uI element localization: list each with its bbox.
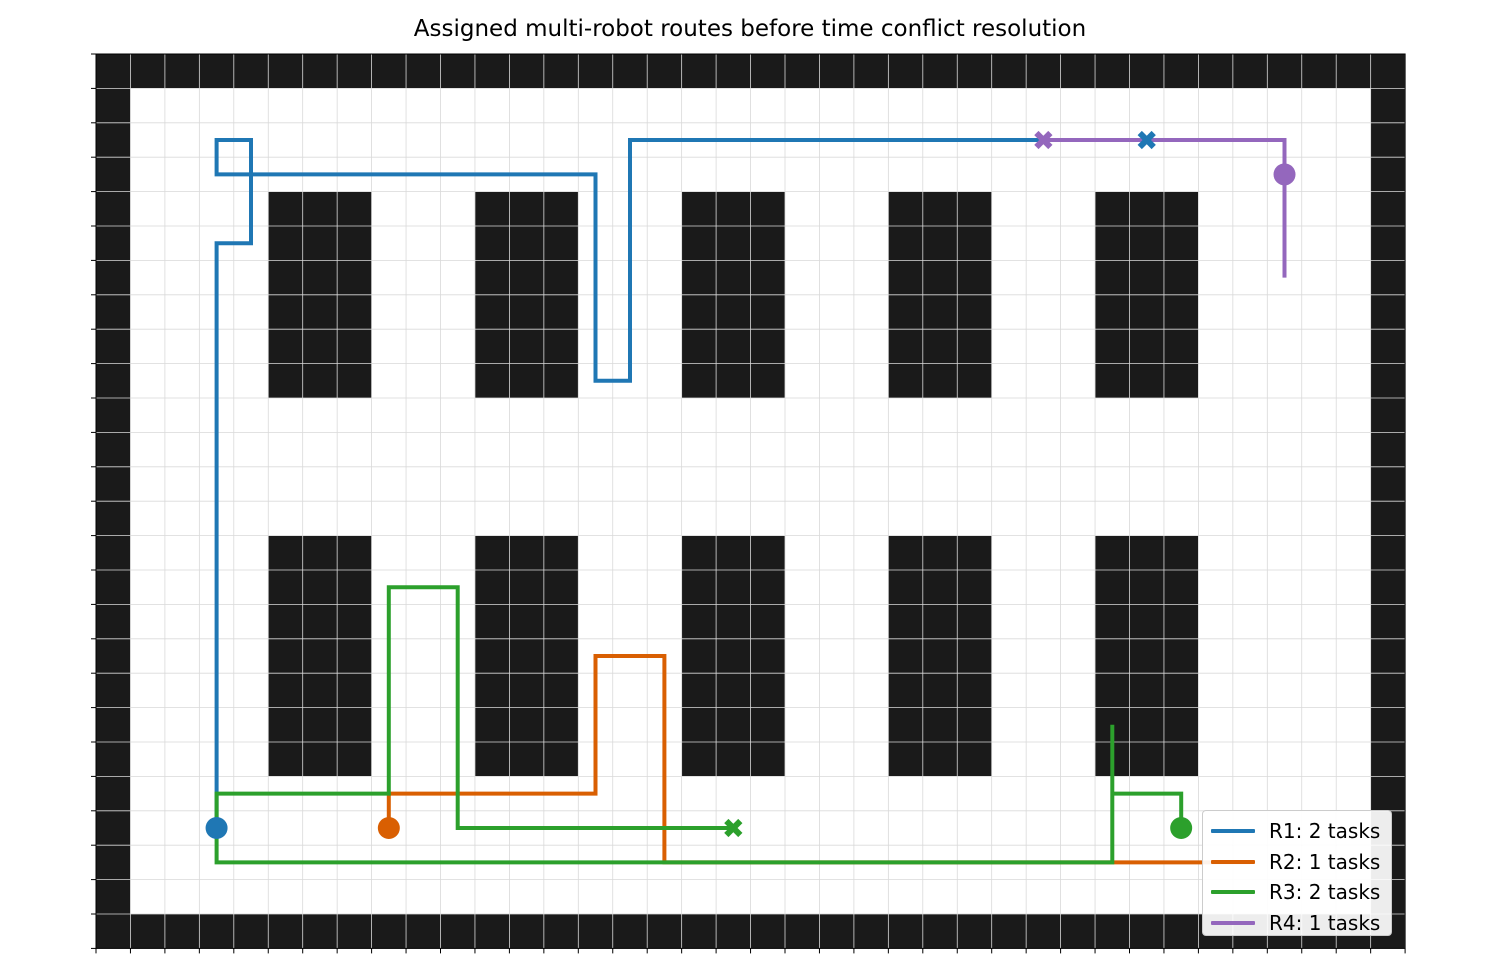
goal-marker-r1 (1137, 130, 1156, 150)
path-r4 (1043, 138, 1287, 278)
robot-markers (205, 130, 1296, 839)
start-marker-r4 (1273, 163, 1296, 186)
start-marker-r2 (377, 817, 400, 839)
legend-label: R3: 2 tasks (1269, 880, 1381, 905)
shelf-block (888, 535, 992, 777)
start-marker-r3 (1170, 817, 1193, 839)
start-marker-r1 (205, 817, 228, 839)
legend-label: R2: 1 tasks (1269, 849, 1381, 874)
shelf-block (268, 535, 372, 777)
legend-swatch (1211, 829, 1255, 834)
shelf-block (681, 535, 785, 777)
legend-entry-r1: R1: 2 tasks (1211, 816, 1383, 847)
legend: R1: 2 tasks R2: 1 tasks R3: 2 tasks R4: … (1202, 810, 1392, 936)
chart-title: Assigned multi-robot routes before time … (413, 16, 1087, 42)
legend-label: R1: 2 tasks (1269, 819, 1381, 844)
legend-entry-r3: R3: 2 tasks (1211, 877, 1383, 908)
goal-cross-stroke (724, 818, 743, 838)
legend-entry-r4: R4: 1 tasks (1211, 908, 1383, 939)
legend-entry-r2: R2: 1 tasks (1211, 847, 1383, 878)
axis-ticks (91, 53, 1406, 954)
goal-marker-r4 (1034, 130, 1053, 150)
legend-swatch (1211, 859, 1255, 864)
shelves-layer (268, 191, 1199, 777)
goal-cross-stroke (1034, 130, 1053, 150)
legend-swatch (1211, 890, 1255, 895)
shelf-block (474, 535, 579, 777)
legend-swatch (1211, 920, 1255, 925)
path-r1 (214, 138, 1147, 828)
goal-marker-r3 (724, 818, 743, 838)
legend-label: R4: 1 tasks (1269, 910, 1381, 935)
grid-lines (95, 53, 1406, 949)
goal-cross-stroke (1137, 130, 1156, 150)
